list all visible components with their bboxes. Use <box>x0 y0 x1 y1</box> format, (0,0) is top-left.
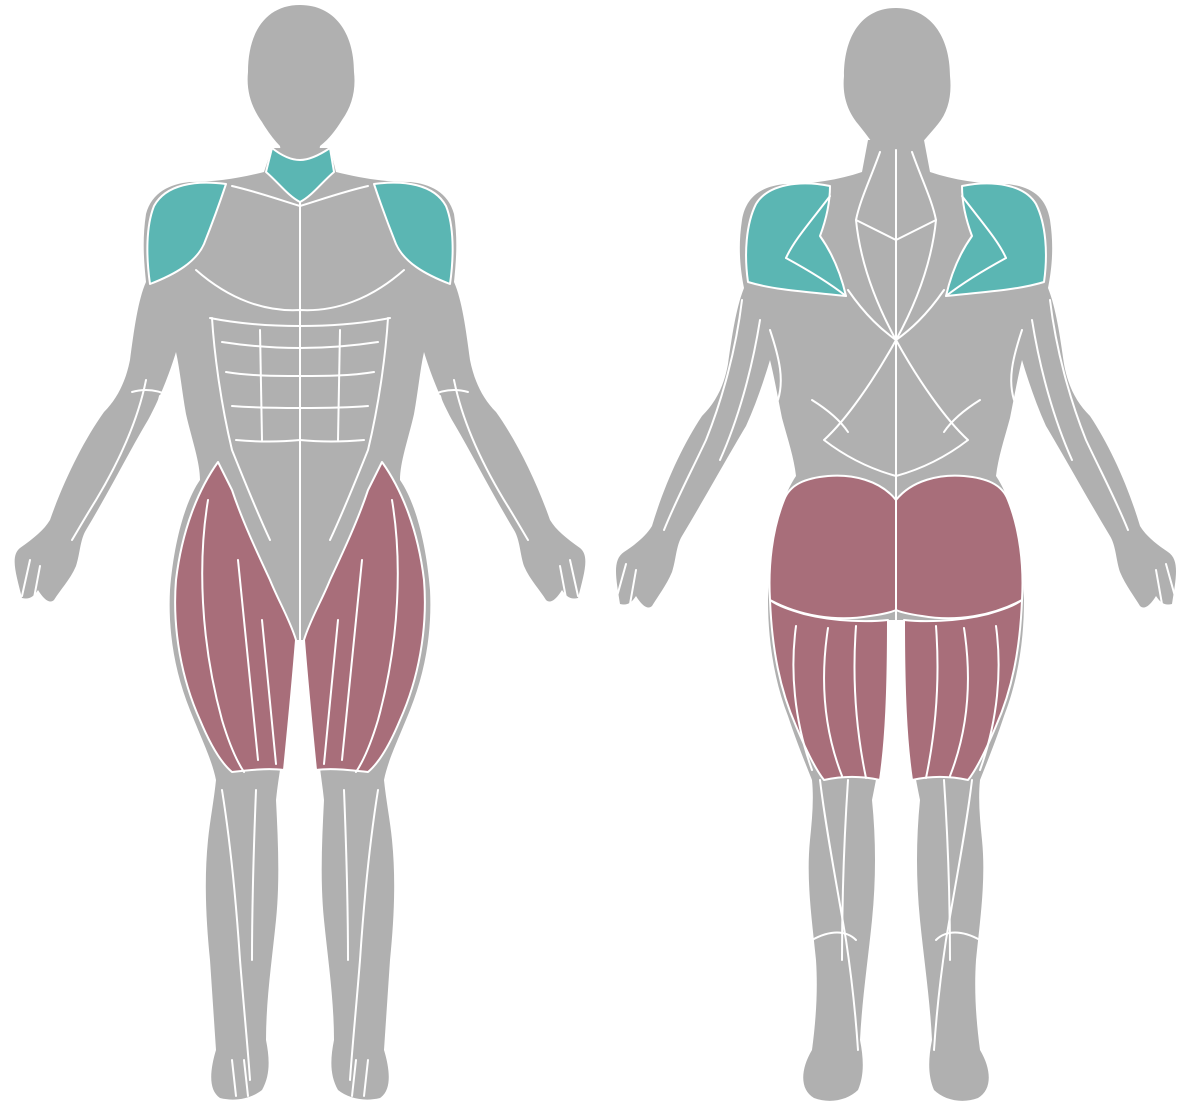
back-hamstrings-left <box>770 600 888 780</box>
back-view <box>616 8 1176 1101</box>
back-head <box>844 8 951 148</box>
back-gluteus-left <box>770 476 896 619</box>
front-view <box>15 5 586 1100</box>
front-head <box>248 5 355 160</box>
back-gluteus-right <box>896 476 1022 619</box>
front-muscle-lines <box>22 186 578 1096</box>
back-hamstrings-right <box>904 600 1022 780</box>
